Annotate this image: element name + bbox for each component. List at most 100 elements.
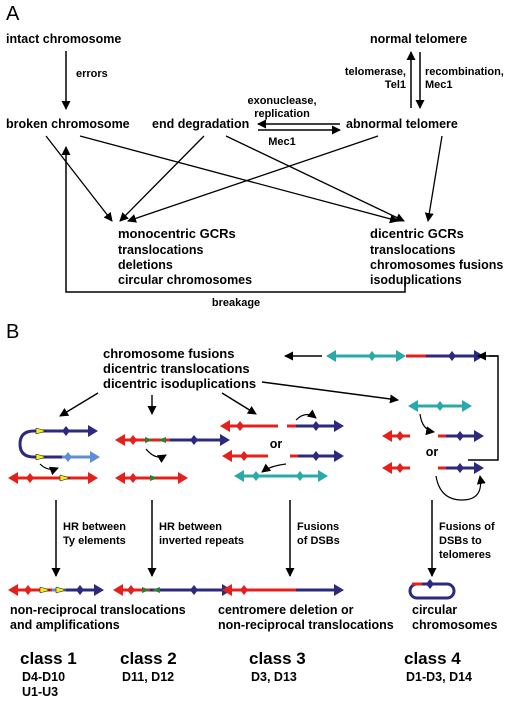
dicentric-item-translocations: translocations: [370, 243, 455, 257]
c3-red-tip-1: [220, 420, 230, 432]
mec1-mid-label: Mec1: [268, 136, 296, 148]
c3-teal-cen-1: [252, 471, 260, 481]
c4-navy-tip-2: [474, 462, 484, 474]
c4-teal-right-tip: [462, 400, 472, 412]
class-3-title: class 3: [249, 649, 306, 668]
o2-repeat-2: [152, 587, 160, 593]
mech-3-line-2: of DSBs: [297, 535, 340, 547]
outcome-1-line-2: and amplifications: [10, 618, 120, 632]
class-2-line-1: D11, D12: [122, 670, 174, 684]
telomerase-label: telomerase,: [345, 66, 406, 78]
hairpin-centromere-top: [62, 426, 70, 436]
c4-red-cen-2: [396, 463, 404, 473]
outcome-chromosome-3: [222, 584, 344, 596]
o3-navy-tip: [334, 584, 344, 596]
c4-red-tip-2: [382, 462, 392, 474]
mech-2-line-1: HR between: [159, 521, 222, 533]
hairpin-navy: [18, 429, 88, 459]
c3-rejoin-arrow-1: [295, 409, 317, 421]
ty-red-right-tip: [88, 472, 98, 484]
c4-teal-left-tip: [408, 400, 418, 412]
outcome-circular-chromosome: [408, 579, 456, 600]
ty-red-centromere: [26, 473, 34, 483]
class-3-line-1: D3, D13: [251, 670, 297, 684]
c4-navy-tip-1: [474, 430, 484, 442]
mech-3-line-1: Fusions: [297, 521, 339, 533]
errors-label: errors: [76, 68, 108, 80]
class-4-line-1: D1-D3, D14: [406, 670, 472, 684]
monocentric-item-deletions: deletions: [118, 258, 173, 272]
ir-red2-left-tip: [115, 472, 125, 484]
degradation-to-monocentric-arrow: [119, 135, 205, 222]
outcome-chromosome-1: [8, 584, 104, 596]
hairpin-centromere-bottom: [64, 452, 72, 462]
mech-1-line-2: Ty elements: [63, 535, 126, 547]
header-dicentric-isoduplications: dicentric isoduplications: [103, 376, 256, 391]
tel1-label: Tel1: [385, 79, 406, 91]
o1-navy-tip: [94, 584, 104, 596]
header-chromosome-fusions: chromosome fusions: [103, 346, 234, 361]
ir-navy-centromere: [190, 435, 198, 445]
c3-navy-tip-1: [334, 420, 344, 432]
o2-red-tip: [113, 584, 123, 596]
or-label-col3: or: [270, 437, 283, 451]
c4-red-cen-1: [396, 431, 404, 441]
ir-repeat-2: [158, 437, 166, 443]
o3-red-tip: [222, 584, 232, 596]
teal-left-tip: [326, 350, 336, 362]
intact-chromosome-label: intact chromosome: [6, 32, 121, 46]
c4-red-tip-1: [382, 430, 392, 442]
monocentric-gcrs-box: monocentric GCRs translocations deletion…: [118, 226, 252, 287]
mech-4-line-1: Fusions of: [439, 521, 495, 533]
broken-to-monocentric-arrow: [45, 135, 113, 222]
loop-right-line: [468, 355, 499, 461]
abnormal-telomere-label: abnormal telomere: [346, 117, 458, 131]
ty-elements-diagram: [8, 425, 100, 484]
broken-to-dicentric-arrow: [79, 135, 399, 224]
ir-red2-right-tip: [178, 472, 188, 484]
class-4-title: class 4: [404, 649, 461, 668]
o1-navy-cen: [76, 585, 84, 595]
c4-arrow-1: [419, 413, 435, 436]
panel-b-label: B: [6, 321, 19, 343]
dicentric-gcrs-box: dicentric GCRs translocations chromosome…: [370, 226, 503, 287]
ir-red-tip: [115, 434, 125, 446]
mec1-right-label: Mec1: [425, 79, 453, 91]
c3-teal-cen-2: [296, 471, 304, 481]
monocentric-item-translocations: translocations: [118, 243, 203, 257]
c3-red-cen-2: [240, 451, 248, 461]
monocentric-item-circular: circular chromosomes: [118, 273, 252, 287]
c4-navy-cen-2: [456, 463, 464, 473]
end-degradation-label: end degradation: [152, 117, 249, 131]
ir-recombination-arrow: [145, 448, 167, 463]
c4-circularize-arrow: [435, 475, 486, 501]
c4-teal-centromere: [436, 401, 444, 411]
ty-element-2: [35, 453, 47, 461]
broken-chromosome-label: broken chromosome: [6, 117, 130, 131]
ir-repeat-1: [145, 437, 153, 443]
o4-centromere: [426, 579, 434, 589]
exonuclease-label: exonuclease,: [247, 95, 316, 107]
replication-label: replication: [254, 108, 310, 120]
branch-1-arrow: [59, 392, 99, 417]
recombination-label: recombination,: [425, 66, 504, 78]
class-2-title: class 2: [120, 649, 177, 668]
o1-ty-2: [55, 586, 67, 594]
c3-teal-right-tip: [318, 470, 328, 482]
teal-centromere: [368, 351, 376, 361]
hairpin-bottom-tip: [90, 451, 100, 463]
monocentric-title: monocentric GCRs: [118, 226, 236, 241]
c3-red-cen-1: [236, 421, 244, 431]
dicentric-item-isoduplications: isoduplications: [370, 273, 462, 287]
ty-red-left-tip: [8, 472, 18, 484]
abnormal-to-dicentric-arrow: [424, 135, 443, 222]
header-dicentric-translocations: dicentric translocations: [103, 361, 250, 376]
hairpin-top-tip: [88, 425, 98, 437]
panel-a: A intact chromosome errors broken chromo…: [6, 3, 504, 309]
navy-centromere: [448, 351, 456, 361]
ty-element-1: [35, 427, 47, 435]
normal-telomere-label: normal telomere: [370, 32, 467, 46]
class-1-line-2: U1-U3: [22, 685, 58, 699]
ty-element-3: [59, 474, 71, 482]
